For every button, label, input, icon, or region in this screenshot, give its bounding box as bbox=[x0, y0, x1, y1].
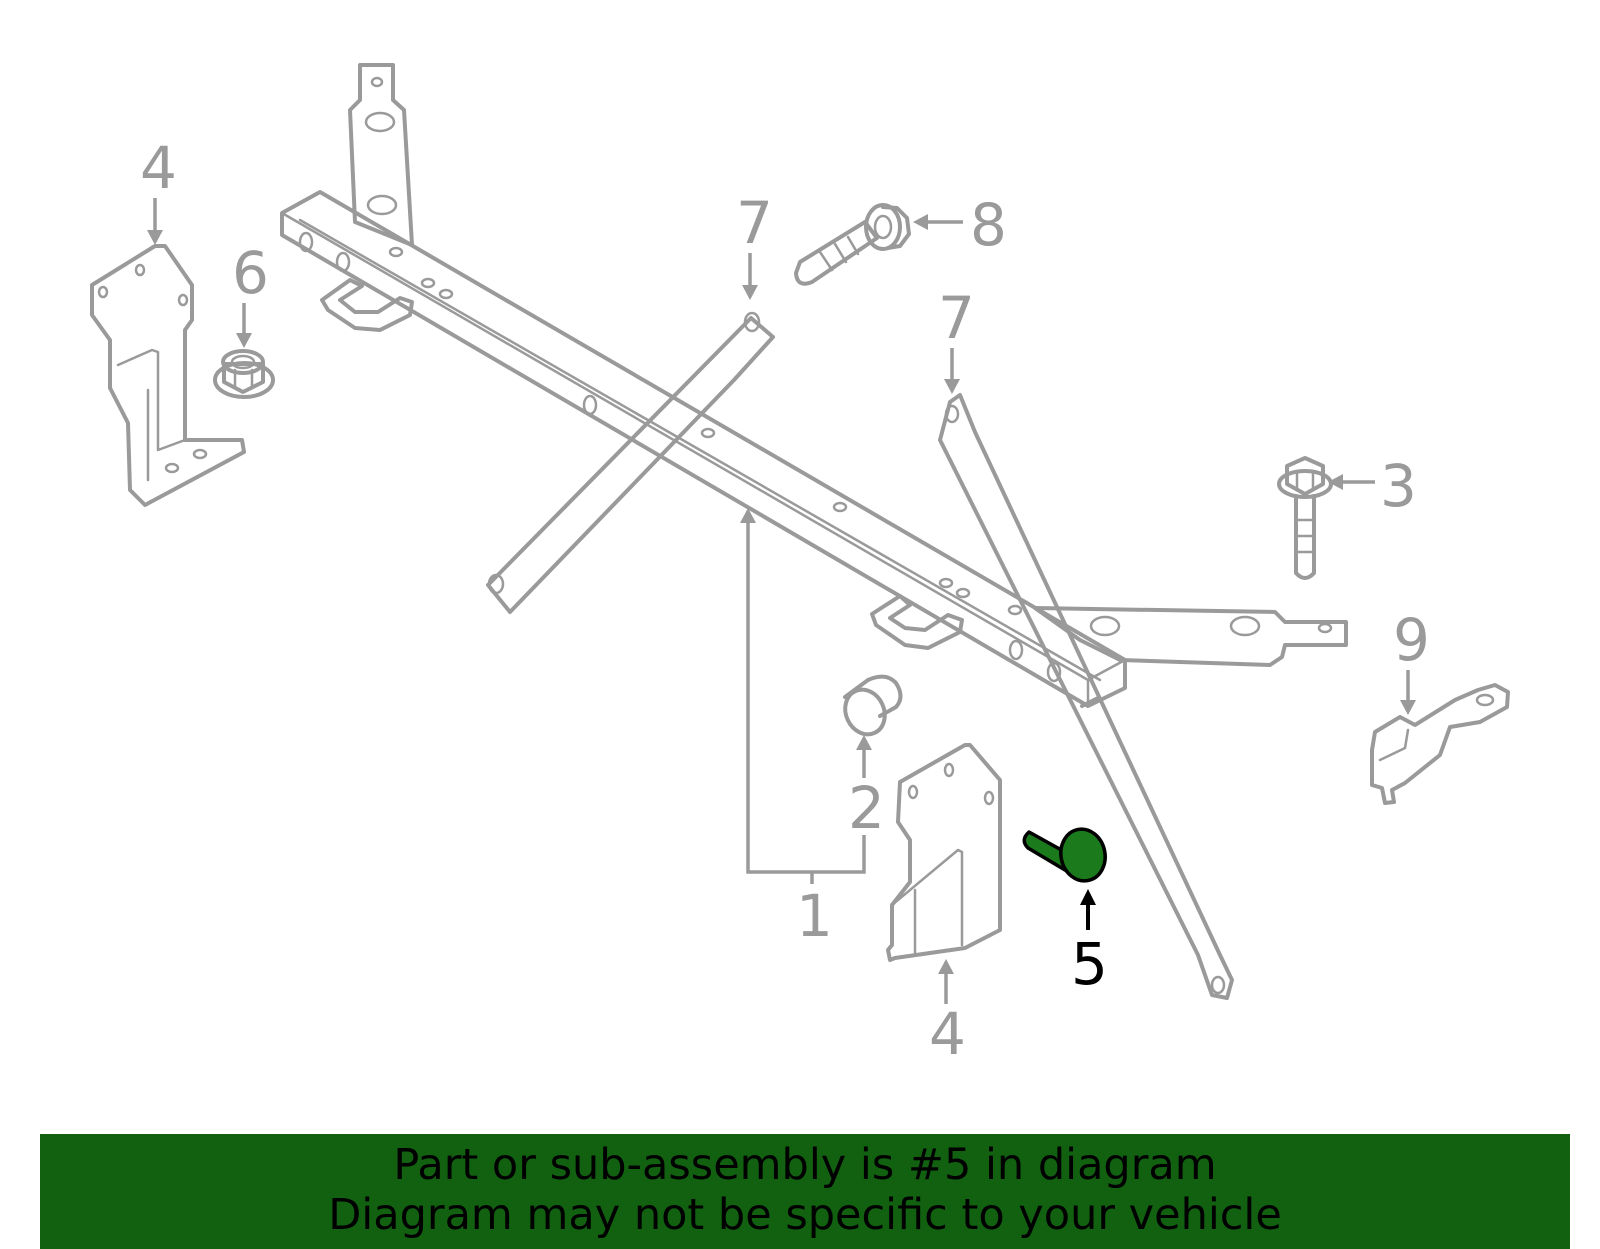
banner-line-1: Part or sub-assembly is #5 in diagram bbox=[393, 1140, 1217, 1190]
side-plate bbox=[1033, 606, 1348, 667]
plug-2 bbox=[843, 674, 903, 737]
banner-line-2: Diagram may not be specific to your vehi… bbox=[328, 1190, 1282, 1240]
callout-7-right: 7 bbox=[938, 284, 975, 352]
upright-post bbox=[348, 63, 414, 247]
nut-6 bbox=[213, 349, 275, 399]
bracket-4-right bbox=[886, 743, 1002, 962]
callout-3: 3 bbox=[1380, 452, 1417, 520]
callout-1: 1 bbox=[796, 882, 833, 950]
callout-4-right: 4 bbox=[929, 1000, 966, 1068]
callout-leaders bbox=[147, 198, 1416, 1004]
callout-6: 6 bbox=[232, 239, 269, 307]
callout-5-highlighted: 5 bbox=[1071, 930, 1108, 998]
callout-7-left: 7 bbox=[736, 189, 773, 257]
bracket-9 bbox=[1370, 683, 1510, 805]
main-crossmember bbox=[280, 190, 1127, 708]
bracket-4-left bbox=[90, 244, 246, 507]
brace-7-left bbox=[486, 311, 775, 614]
callout-2: 2 bbox=[848, 774, 885, 842]
callout-8: 8 bbox=[970, 191, 1007, 259]
callout-4-left: 4 bbox=[140, 134, 177, 202]
bolt-5-highlighted[interactable] bbox=[1022, 825, 1110, 885]
callout-9: 9 bbox=[1393, 606, 1430, 674]
info-banner: Part or sub-assembly is #5 in diagram Di… bbox=[40, 1134, 1570, 1249]
bolt-3 bbox=[1277, 456, 1333, 580]
brace-7-right-lower bbox=[1080, 696, 1100, 708]
brace-7-right bbox=[938, 393, 1234, 1000]
bolt-8 bbox=[794, 203, 911, 286]
